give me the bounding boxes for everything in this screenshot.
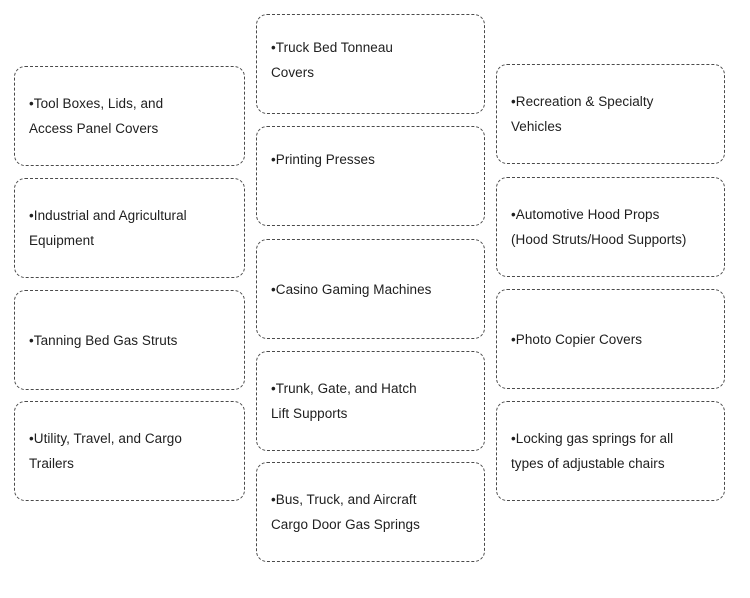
node-automotive-hood[interactable]: •Automotive Hood Props (Hood Struts/Hood… bbox=[496, 177, 725, 277]
node-printing-presses[interactable]: •Printing Presses bbox=[256, 126, 485, 226]
node-label-printing-presses: •Printing Presses bbox=[271, 152, 375, 167]
node-label-tool-boxes: •Tool Boxes, Lids, and Access Panel Cove… bbox=[29, 96, 164, 136]
node-label-truck-bed-tonneau: •Truck Bed Tonneau Covers bbox=[271, 40, 393, 80]
node-label-utility-trailers: •Utility, Travel, and Cargo Trailers bbox=[29, 431, 182, 471]
node-casino-gaming[interactable]: •Casino Gaming Machines bbox=[256, 239, 485, 339]
node-tool-boxes[interactable]: •Tool Boxes, Lids, and Access Panel Cove… bbox=[14, 66, 245, 166]
node-industrial-ag[interactable]: •Industrial and Agricultural Equipment bbox=[14, 178, 245, 278]
node-photo-copier[interactable]: •Photo Copier Covers bbox=[496, 289, 725, 389]
node-recreation-specialty[interactable]: •Recreation & Specialty Vehicles bbox=[496, 64, 725, 164]
node-utility-trailers[interactable]: •Utility, Travel, and Cargo Trailers bbox=[14, 401, 245, 501]
node-label-photo-copier: •Photo Copier Covers bbox=[511, 331, 643, 347]
node-label-automotive-hood: •Automotive Hood Props (Hood Struts/Hood… bbox=[511, 207, 687, 247]
node-trunk-gate-hatch[interactable]: •Trunk, Gate, and Hatch Lift Supports bbox=[256, 351, 485, 451]
node-label-tanning-bed: •Tanning Bed Gas Struts bbox=[29, 332, 178, 348]
node-label-trunk-gate-hatch: •Trunk, Gate, and Hatch Lift Supports bbox=[271, 381, 417, 421]
node-label-locking-gas-springs: •Locking gas springs for all types of ad… bbox=[511, 431, 674, 471]
node-tanning-bed[interactable]: •Tanning Bed Gas Struts bbox=[14, 290, 245, 390]
node-bus-truck-aircraft[interactable]: •Bus, Truck, and Aircraft Cargo Door Gas… bbox=[256, 462, 485, 562]
node-locking-gas-springs[interactable]: •Locking gas springs for all types of ad… bbox=[496, 401, 725, 501]
node-label-industrial-ag: •Industrial and Agricultural Equipment bbox=[29, 208, 187, 248]
node-truck-bed-tonneau[interactable]: •Truck Bed Tonneau Covers bbox=[256, 14, 485, 114]
node-label-bus-truck-aircraft: •Bus, Truck, and Aircraft Cargo Door Gas… bbox=[271, 492, 420, 532]
node-label-recreation-specialty: •Recreation & Specialty Vehicles bbox=[511, 94, 654, 134]
node-label-casino-gaming: •Casino Gaming Machines bbox=[271, 281, 432, 297]
